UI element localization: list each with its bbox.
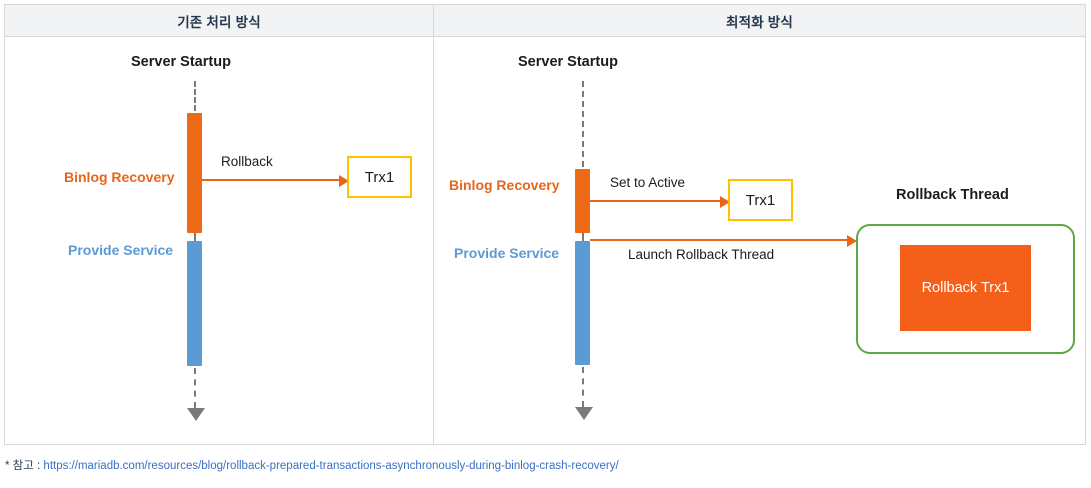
panel-optimized-method: Server Startup Binlog Recovery Provide S… [433, 37, 1086, 445]
right-bar-connector [582, 233, 584, 241]
right-launch-rollback-label: Launch Rollback Thread [628, 247, 775, 262]
footnote-url[interactable]: https://mariadb.com/resources/blog/rollb… [43, 460, 619, 472]
left-lifeline-dash-top [194, 81, 196, 111]
table-body-row: Server Startup Binlog Recovery Provide S… [5, 37, 1085, 445]
panel-existing-method: Server Startup Binlog Recovery Provide S… [5, 37, 433, 445]
footnote-prefix: * 참고 : [5, 460, 44, 472]
table-header-row: 기존 처리 방식 최적화 방식 [5, 5, 1085, 37]
left-lifeline-arrow-down [187, 368, 205, 421]
right-launch-rollback-arrow [590, 235, 857, 247]
left-bar-connector [194, 233, 196, 241]
right-rollback-thread-title: Rollback Thread [896, 187, 1009, 203]
right-set-to-active-label: Set to Active [610, 175, 686, 190]
header-cell-existing-method: 기존 처리 방식 [177, 14, 261, 30]
left-provide-service-label: Provide Service [68, 242, 174, 258]
footnote: * 참고 : https://mariadb.com/resources/blo… [5, 457, 619, 473]
right-server-startup-label: Server Startup [518, 54, 618, 70]
right-trx1-box: Trx1 [728, 179, 793, 221]
right-set-to-active-arrow [590, 196, 730, 208]
right-binlog-recovery-label: Binlog Recovery [449, 177, 560, 193]
right-provide-service-label: Provide Service [454, 245, 560, 261]
left-rollback-arrow [202, 175, 349, 187]
right-lifeline-dash-top [582, 81, 584, 167]
left-server-startup-label: Server Startup [131, 54, 231, 70]
left-trx1-box: Trx1 [347, 156, 412, 198]
left-provide-service-bar [187, 241, 202, 366]
left-binlog-recovery-label: Binlog Recovery [64, 169, 175, 185]
header-cell-optimized-method: 최적화 방식 [433, 5, 1085, 36]
right-lifeline-arrow-down [575, 367, 593, 420]
left-rollback-edge-label: Rollback [221, 154, 273, 169]
left-binlog-recovery-bar [187, 113, 202, 233]
right-rollback-task-box: Rollback Trx1 [900, 245, 1031, 331]
right-binlog-recovery-bar [575, 169, 590, 233]
comparison-table: 기존 처리 방식 최적화 방식 Server Startup Binlog Re… [4, 4, 1086, 445]
right-provide-service-bar [575, 241, 590, 365]
